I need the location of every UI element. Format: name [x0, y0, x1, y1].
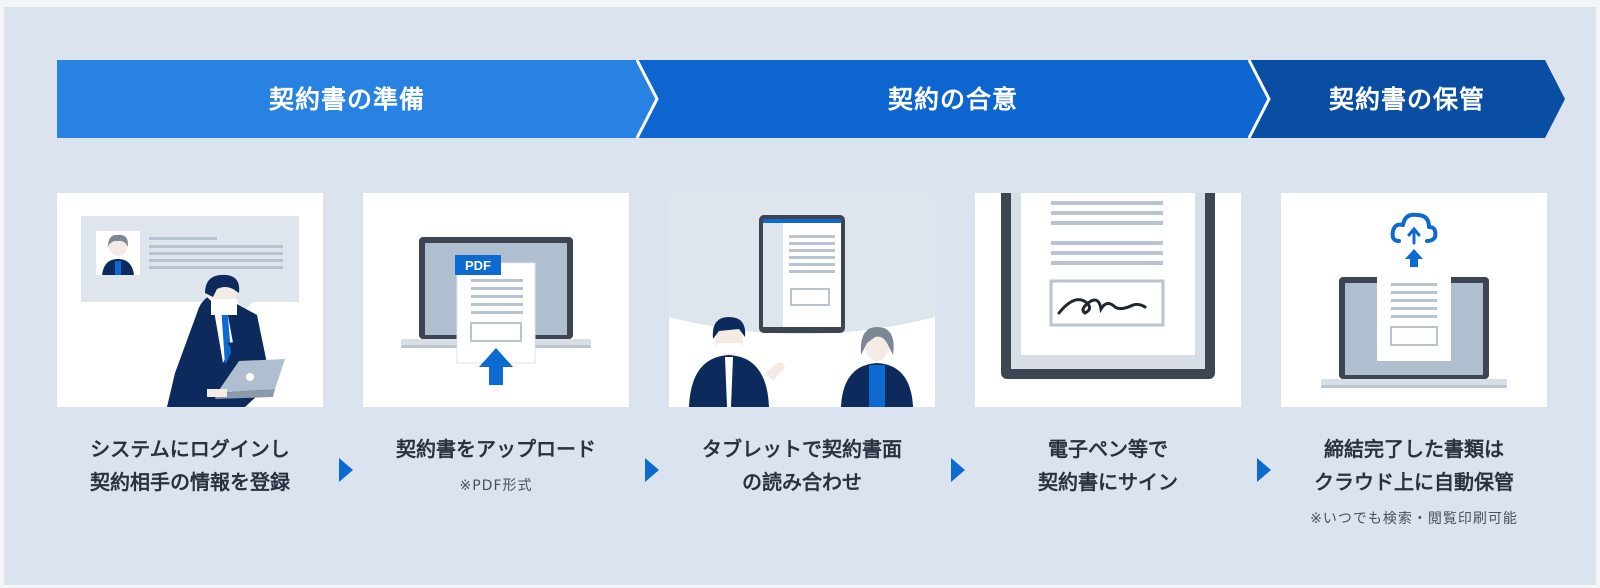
upload-illustration: PDF [401, 237, 591, 385]
phase-divider-1 [635, 59, 659, 139]
step-4-line-2: 契約書にサイン [1038, 470, 1178, 494]
step-1-line-2: 契約相手の情報を登録 [90, 470, 290, 494]
login-illustration [81, 216, 299, 407]
phase-3-chevron [1249, 60, 1565, 138]
phase-2-label: 契約の合意 [887, 85, 1018, 114]
step-3-line-1: タブレットで契約書面 [702, 437, 902, 461]
pdf-badge-label: PDF [465, 258, 491, 273]
phase-1-label: 契約書の準備 [268, 85, 425, 114]
step-4-line-1: 電子ペン等で [1048, 437, 1168, 461]
card-upload: PDF [363, 193, 629, 407]
pdf-badge [455, 255, 501, 275]
step-5-note: ※いつでも検索・閲覧印刷可能 [1310, 511, 1518, 527]
phase-3-label: 契約書の保管 [1328, 85, 1485, 114]
step-arrow-icon [1257, 458, 1271, 482]
step-arrow-icon [339, 458, 353, 482]
step-5-line-2: クラウド上に自動保管 [1314, 470, 1514, 494]
signature-icon [1057, 298, 1147, 315]
stored-document [1377, 265, 1451, 361]
sign-illustration [1001, 193, 1215, 379]
phase-1-chevron [57, 60, 657, 138]
step-3-line-2: の読み合わせ [742, 470, 862, 494]
cloud-illustration [1321, 212, 1507, 388]
cloud-icon [1390, 212, 1438, 243]
step-4-caption: 電子ペン等で 契約書にサイン [968, 433, 1248, 499]
tablet-illustration [669, 193, 935, 407]
step-5-caption: 締結完了した書類は クラウド上に自動保管 [1274, 433, 1554, 499]
step-2-note: ※PDF形式 [459, 478, 533, 494]
phase-2-chevron [637, 60, 1269, 138]
phase-bar [57, 59, 1565, 139]
card-cloud [1281, 193, 1547, 407]
step-1-caption: システムにログインし 契約相手の情報を登録 [50, 433, 330, 499]
step-3-caption: タブレットで契約書面 の読み合わせ [662, 433, 942, 499]
contract-page [1021, 193, 1195, 355]
step-1-line-1: システムにログインし [90, 437, 290, 461]
step-2-line-1: 契約書をアップロード [396, 437, 596, 461]
card-login [57, 193, 323, 407]
card-sign [975, 193, 1241, 407]
upload-arrow-icon [1405, 249, 1423, 267]
upload-arrow-icon [479, 348, 513, 385]
card-tablet [669, 193, 935, 407]
step-2-caption: 契約書をアップロード [356, 433, 636, 466]
phase-divider-2 [1247, 59, 1271, 139]
step-arrow-icon [951, 458, 965, 482]
step-arrow-icon [645, 458, 659, 482]
step-5-line-1: 締結完了した書類は [1324, 437, 1504, 461]
